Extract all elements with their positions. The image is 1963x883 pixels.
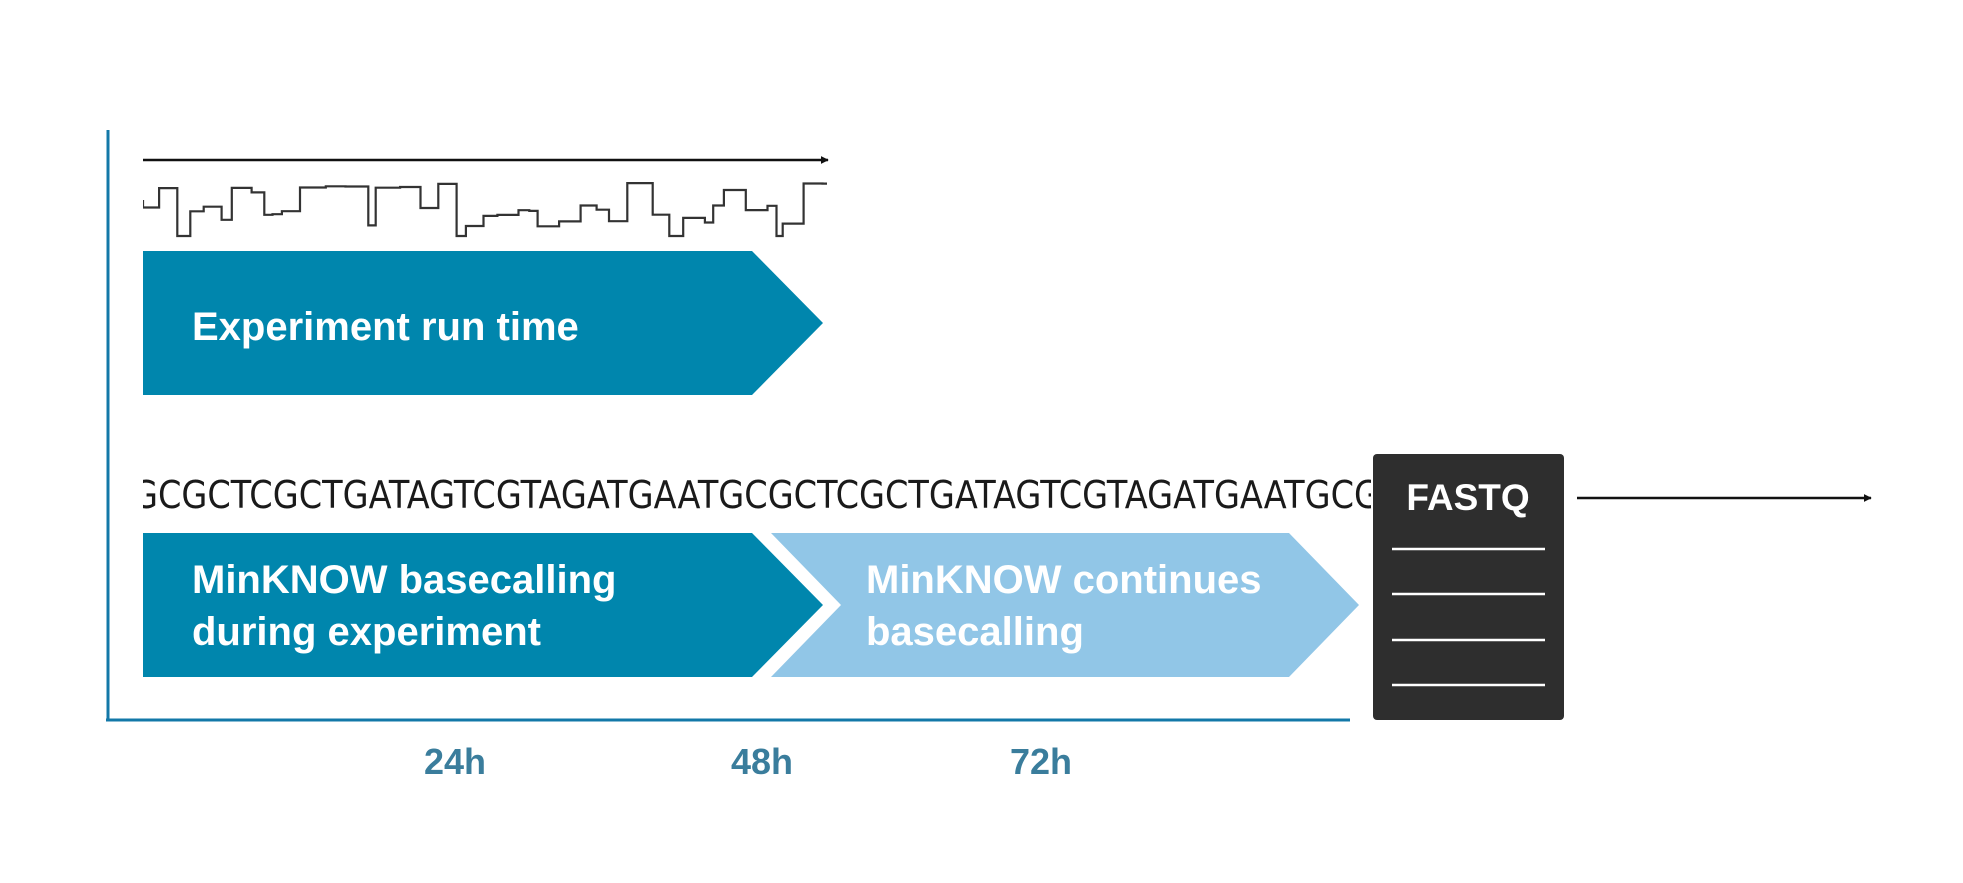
fastq-label: FASTQ bbox=[1406, 477, 1529, 518]
dna-sequence: GCGCTCGCTGATAGTCGTAGATGAATGCGCTCGCTGATAG… bbox=[132, 473, 1380, 517]
continues-basecalling-arrow bbox=[771, 533, 1359, 677]
experiment-run-time-arrow bbox=[143, 251, 823, 395]
nanopore-signal-trace bbox=[143, 182, 827, 238]
fastq-document-icon: FASTQ bbox=[1373, 454, 1564, 720]
tick-48h: 48h bbox=[731, 741, 793, 782]
tick-24h: 24h bbox=[424, 741, 486, 782]
basecalling-during-experiment-label: MinKNOW basecalling during experiment bbox=[192, 558, 628, 654]
basecalling-during-experiment-arrow bbox=[143, 533, 823, 677]
tick-72h: 72h bbox=[1010, 741, 1072, 782]
experiment-run-time-label: Experiment run time bbox=[192, 305, 579, 349]
continues-basecalling-label: MinKNOW continues basecalling bbox=[866, 558, 1273, 654]
